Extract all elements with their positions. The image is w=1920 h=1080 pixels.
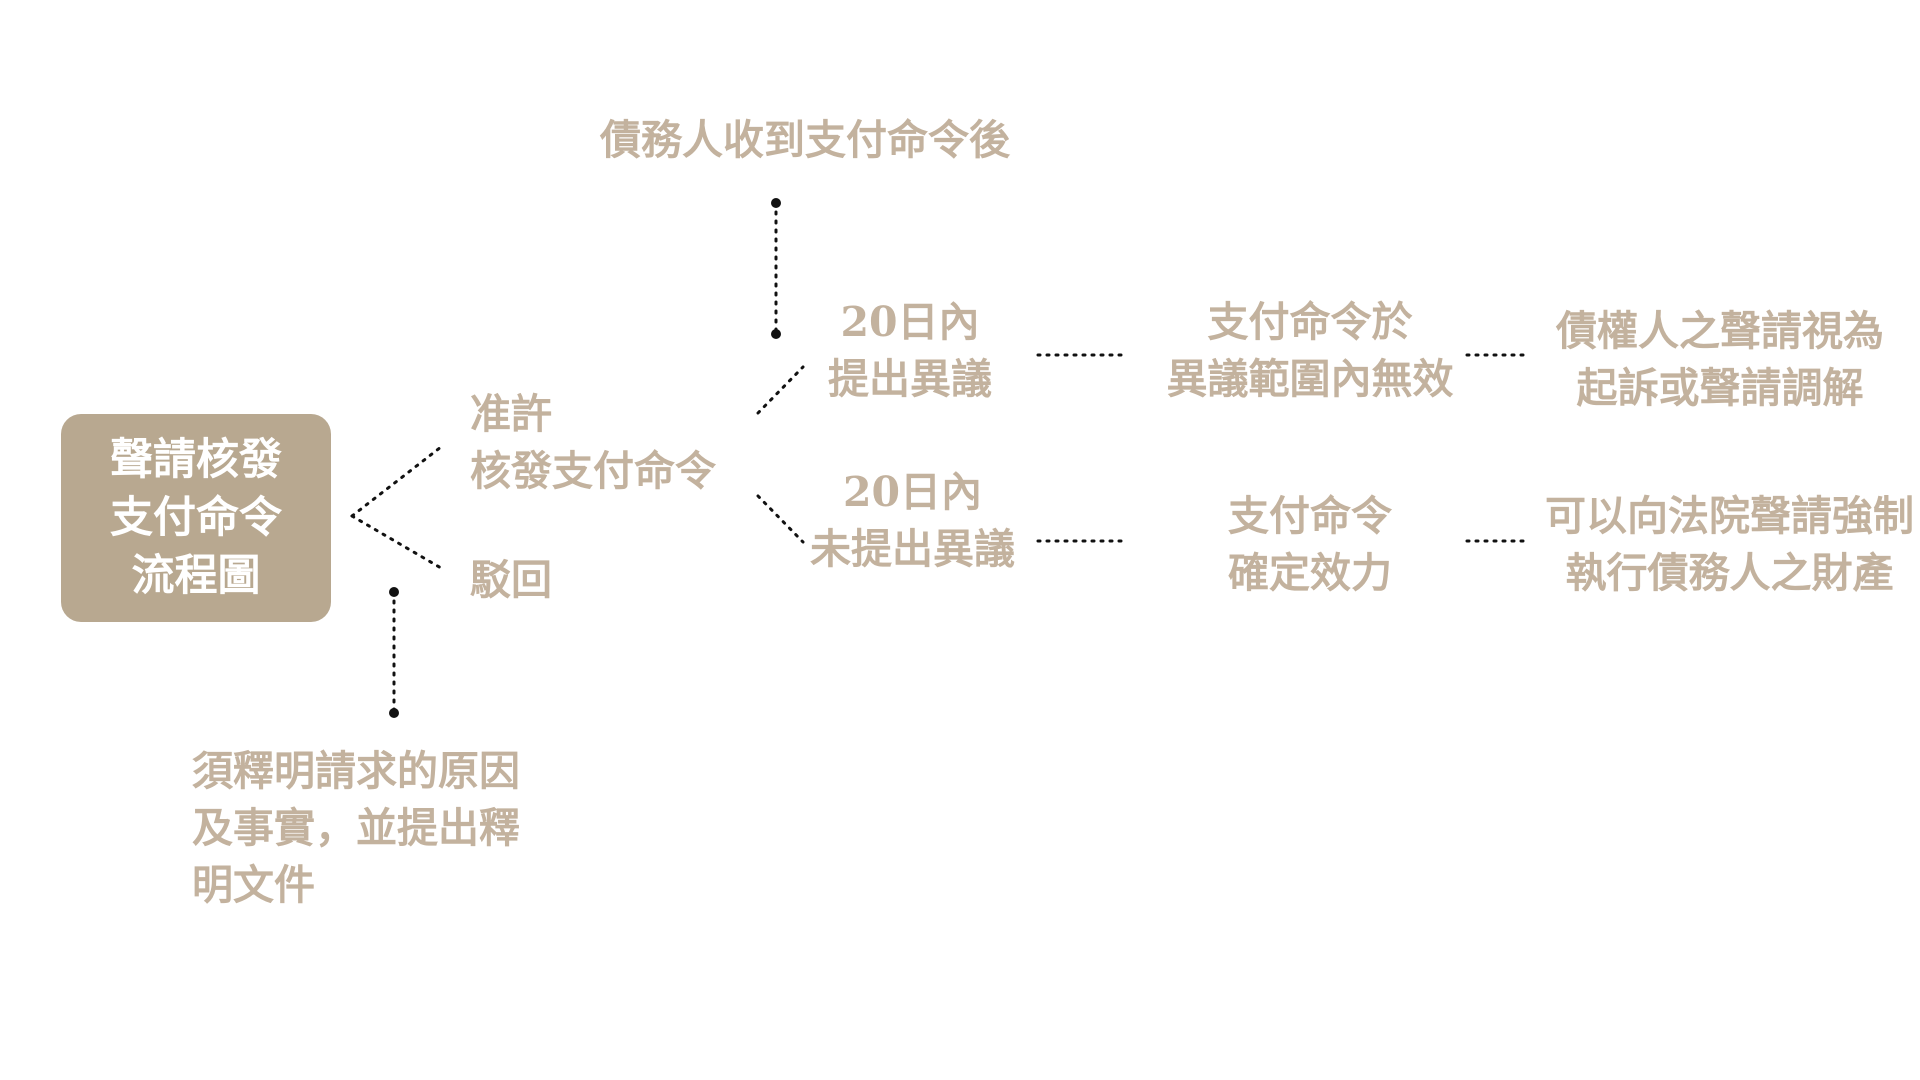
result-final-line-2: 確定效力 — [1228, 549, 1392, 597]
reject-label: 駁回 — [470, 556, 552, 604]
branch-objection-line-2: 提出異議 — [828, 355, 992, 403]
result-invalid: 支付命令於 異議範圍內無效 — [1150, 294, 1470, 408]
result-final: 支付命令 確定效力 — [1180, 488, 1440, 602]
connector-start-to-reject — [350, 514, 443, 570]
requirement-note: 須釋明請求的原因 及事實，並提出釋 明文件 — [192, 743, 520, 914]
outcome-enforcement-line-2: 執行債務人之財產 — [1565, 549, 1894, 597]
branch-no-objection-line-1: 20日內 — [842, 468, 983, 516]
branch-objection: 20日內 提出異議 — [805, 294, 1015, 408]
result-invalid-line-2: 異議範圍內無效 — [1166, 355, 1454, 403]
pin-dot-debtor-bottom — [771, 329, 781, 339]
pin-dot-requirement-bottom — [389, 708, 399, 718]
debtor-note-label: 債務人收到支付命令後 — [600, 116, 1010, 164]
connector-approve-to-objection — [756, 365, 805, 415]
branch-no-objection-line-2: 未提出異議 — [810, 525, 1015, 573]
approve-node: 准許 核發支付命令 — [470, 386, 716, 500]
start-box: 聲請核發 支付命令 流程圖 — [61, 414, 331, 622]
approve-line-2: 核發支付命令 — [470, 447, 716, 495]
connector-start-to-approve — [350, 445, 443, 518]
outcome-enforcement: 可以向法院聲請強制 執行債務人之財產 — [1542, 488, 1917, 602]
requirement-line-3: 明文件 — [192, 861, 315, 909]
outcome-enforcement-line-1: 可以向法院聲請強制 — [1545, 492, 1914, 540]
reject-node: 駁回 — [470, 552, 552, 609]
outcome-lawsuit-line-1: 債權人之聲請視為 — [1556, 307, 1884, 355]
approve-line-1: 准許 — [470, 390, 552, 438]
start-line-3: 流程圖 — [131, 551, 261, 601]
branch-objection-line-1: 20日內 — [840, 298, 980, 346]
pin-dot-requirement-top — [389, 587, 399, 597]
debtor-note: 債務人收到支付命令後 — [600, 112, 1010, 169]
outcome-lawsuit-line-2: 起訴或聲請調解 — [1576, 364, 1864, 412]
requirement-line-1: 須釋明請求的原因 — [192, 747, 520, 795]
requirement-line-2: 及事實，並提出釋 — [192, 804, 520, 852]
start-line-1: 聲請核發 — [110, 435, 282, 485]
pin-dot-debtor-top — [771, 198, 781, 208]
branch-no-objection: 20日內 未提出異議 — [800, 464, 1025, 578]
result-final-line-1: 支付命令 — [1228, 492, 1392, 540]
result-invalid-line-1: 支付命令於 — [1207, 298, 1413, 346]
start-line-2: 支付命令 — [110, 493, 282, 543]
connector-approve-to-no-objection — [756, 494, 805, 544]
outcome-lawsuit: 債權人之聲請視為 起訴或聲請調解 — [1545, 303, 1895, 417]
